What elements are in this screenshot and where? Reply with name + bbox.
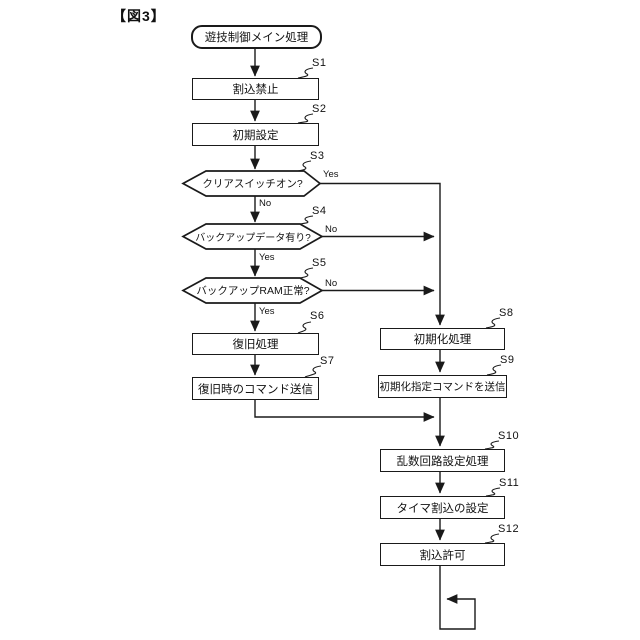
node-label: タイマ割込の設定 [396,502,489,515]
node-s3-clear-switch-decision: クリアスイッチオン? [195,171,310,196]
step-tag-s6: S6 [310,310,325,322]
branch-s5-no: No [325,278,338,289]
arrow-s3-yes-to-s8 [320,182,445,326]
leader-s1 [297,67,314,79]
node-s9-init-command-send: 初期化指定コマンドを送信 [378,375,507,398]
step-tag-s12: S12 [498,523,520,535]
step-tag-s8: S8 [499,307,514,319]
node-label: 乱数回路設定処理 [396,455,489,468]
node-s5-backup-ram-decision: バックアップRAM正常? [188,278,318,303]
node-label: 初期化処理 [413,334,472,346]
decision-s3-shape [181,170,322,197]
step-tag-s1: S1 [312,57,327,69]
leader-s12 [484,533,500,544]
node-label: 復旧処理 [232,339,279,351]
arrow-s7-to-junction [254,398,435,422]
branch-s4-no: No [325,224,338,235]
branch-s3-no: No [259,198,272,209]
branch-s4-yes: Yes [259,252,275,263]
node-s7-recovery-command-send: 復旧時のコマンド送信 [192,377,319,400]
node-label: 初期設定 [232,129,279,142]
node-label: バックアップデータ有り? [195,233,311,244]
node-label: 遊技制御メイン処理 [204,32,309,44]
step-tag-s7: S7 [320,355,335,367]
figure-label: 【図3】 [112,8,166,24]
loop-back-connector [439,564,476,630]
node-s2-initial-setting: 初期設定 [192,123,319,146]
node-label: 割込禁止 [232,84,279,96]
decision-s4-shape [181,223,324,250]
branch-s3-yes: Yes [323,169,339,180]
node-s8-initialization-process: 初期化処理 [380,328,505,350]
node-start-terminal: 遊技制御メイン処理 [191,25,322,49]
leader-s9 [486,364,502,376]
step-tag-s11: S11 [499,477,520,489]
step-tag-s9: S9 [500,354,515,366]
step-tag-s4: S4 [312,205,327,217]
node-s10-random-circuit-setting: 乱数回路設定処理 [380,449,505,472]
decision-s5-shape [181,277,324,304]
leader-s3 [297,160,312,172]
leader-s4 [299,215,314,225]
step-tag-s3: S3 [310,150,325,162]
leader-s7 [304,365,322,378]
step-tag-s5: S5 [312,257,327,269]
node-s6-recovery-process: 復旧処理 [192,333,319,355]
leader-s2 [297,113,314,124]
node-label: バックアップRAM正常? [196,285,310,297]
step-tag-s2: S2 [312,103,327,115]
leader-s8 [485,317,501,329]
leader-s6 [297,321,312,334]
node-s1-interrupt-disable: 割込禁止 [192,78,319,100]
node-label: 割込許可 [419,549,466,562]
node-label: クリアスイッチオン? [202,178,303,190]
node-label: 初期化指定コマンドを送信 [379,381,506,393]
step-tag-s10: S10 [498,430,520,442]
leader-s11 [485,487,501,497]
node-s11-timer-interrupt-setting: タイマ割込の設定 [380,496,505,519]
branch-s5-yes: Yes [259,306,275,317]
leader-s10 [484,440,500,450]
node-s4-backup-data-decision: バックアップデータ有り? [188,224,318,249]
node-s12-interrupt-enable: 割込許可 [380,543,505,566]
leader-s5 [299,267,314,279]
step-tag-leaders [297,67,502,544]
node-label: 復旧時のコマンド送信 [198,383,313,396]
